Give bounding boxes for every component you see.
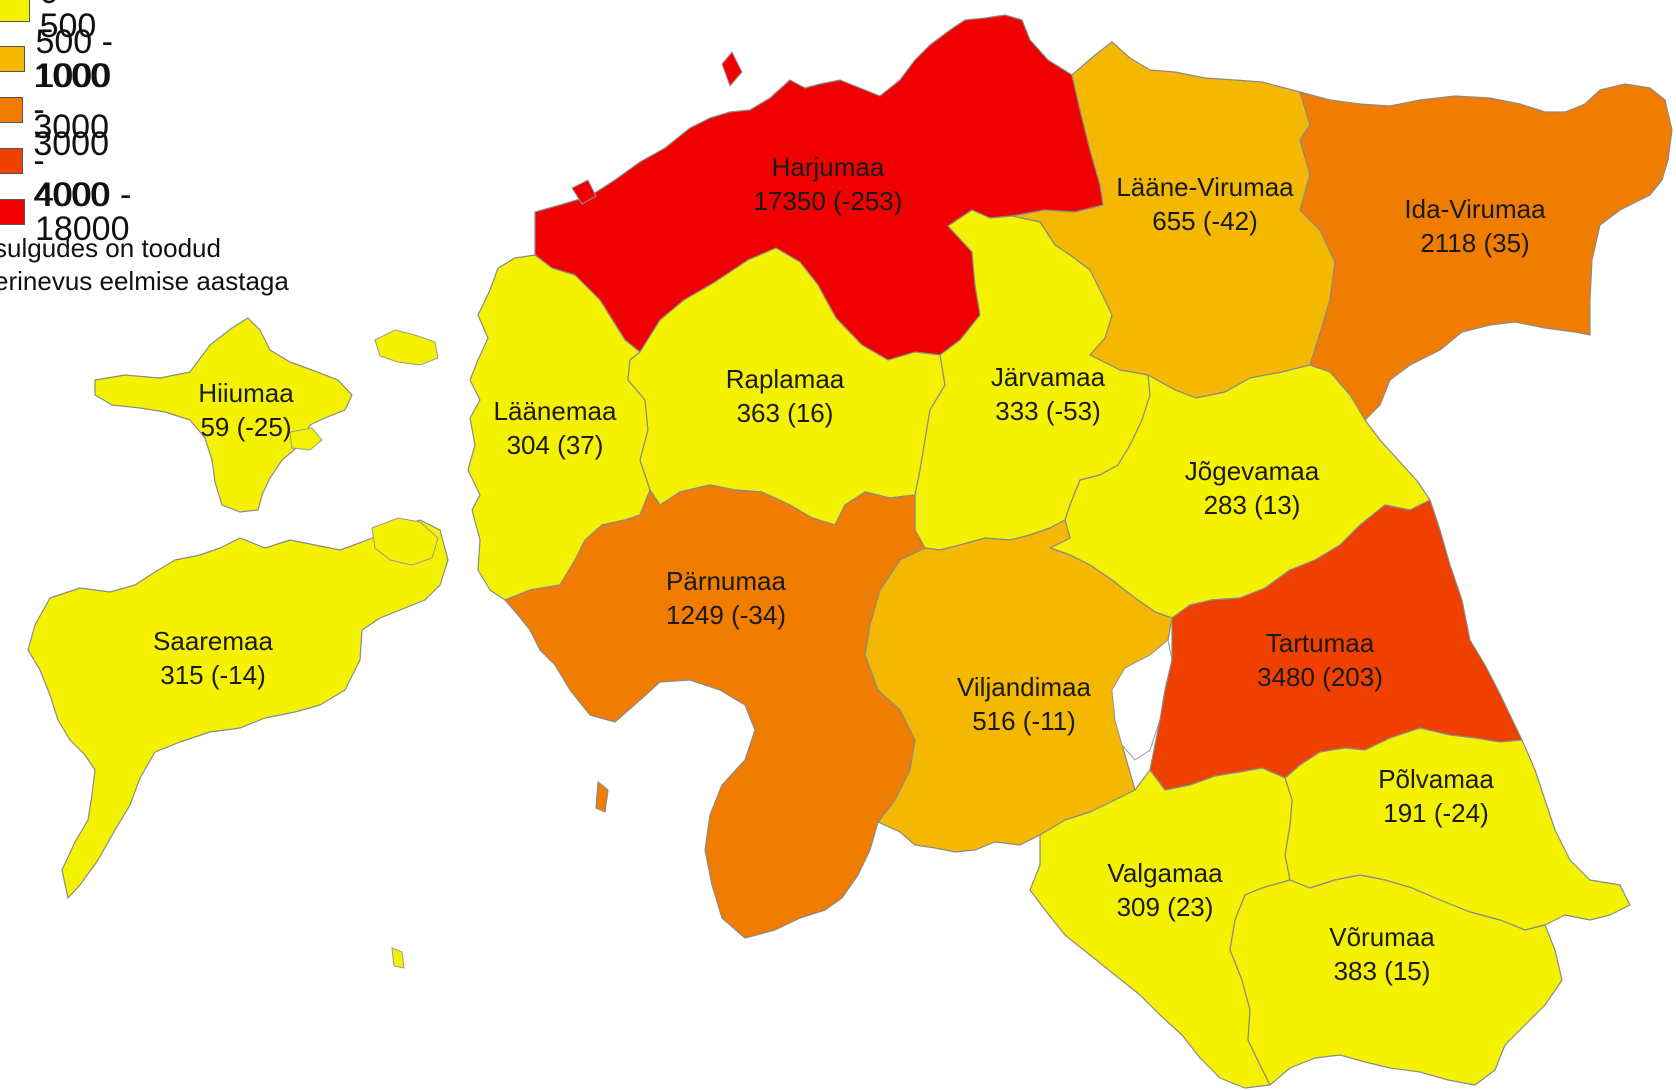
label-vorumaa-name: Võrumaa	[1329, 922, 1435, 952]
legend-label: 4000 - 18000	[34, 176, 132, 248]
legend-item-4000-18000: 4000 - 18000	[0, 178, 149, 246]
label-laane-virumaa-value: 655 (-42)	[1152, 206, 1258, 236]
label-viljandimaa-name: Viljandimaa	[957, 672, 1091, 702]
county-saaremaa[interactable]	[27, 519, 449, 899]
label-laane-virumaa-name: Lääne-Virumaa	[1116, 172, 1294, 202]
legend-swatch	[0, 46, 26, 72]
legend-item-1000-3000: 1000 - 3000	[0, 59, 130, 161]
label-laanemaa-name: Läänemaa	[494, 396, 617, 426]
label-raplamaa-name: Raplamaa	[726, 364, 845, 394]
legend-label: 0 - 500	[39, 0, 97, 45]
legend-label: 3000 - 4000	[33, 108, 109, 214]
label-valgamaa-name: Valgamaa	[1107, 858, 1223, 888]
label-jarvamaa-value: 333 (-53)	[995, 396, 1101, 426]
island-harju-islet-2	[721, 51, 743, 87]
county-parnumaa[interactable]	[504, 484, 926, 939]
legend-swatch	[0, 97, 24, 123]
label-ida-virumaa-name: Ida-Virumaa	[1404, 194, 1546, 224]
label-polvamaa-value: 191 (-24)	[1383, 798, 1489, 828]
label-tartumaa-value: 3480 (203)	[1257, 662, 1383, 692]
label-jarvamaa-name: Järvamaa	[991, 362, 1106, 392]
label-valgamaa-value: 309 (23)	[1117, 892, 1214, 922]
label-tartumaa-name: Tartumaa	[1266, 628, 1375, 658]
label-viljandimaa-value: 516 (-11)	[972, 706, 1076, 736]
legend-swatch	[0, 199, 25, 225]
county-parnumaa-kihnu	[595, 781, 609, 813]
island-ruhnu	[391, 947, 405, 969]
legend-label: 500 - 1000	[35, 23, 113, 95]
label-harjumaa-value: 17350 (-253)	[754, 186, 903, 216]
legend-swatch	[0, 0, 30, 22]
lake-vortsjarv	[1111, 639, 1173, 761]
label-polvamaa-name: Põlvamaa	[1378, 764, 1494, 794]
label-jogevamaa-name: Jõgevamaa	[1185, 456, 1320, 486]
label-hiiumaa-name: Hiiumaa	[198, 378, 294, 408]
label-laanemaa-value: 304 (37)	[507, 430, 604, 460]
island-muhu	[371, 517, 439, 566]
label-saaremaa-name: Saaremaa	[153, 626, 273, 656]
legend-item-3000-4000: 3000 - 4000	[0, 110, 130, 212]
label-hiiumaa-value: 59 (-25)	[200, 412, 291, 442]
legend-note-line2: erinevus eelmise aastaga	[0, 266, 289, 296]
legend-swatch	[0, 148, 24, 174]
label-vorumaa-value: 383 (15)	[1334, 956, 1431, 986]
legend-item-500-1000: 500 - 1000	[0, 25, 130, 93]
label-jogevamaa-value: 283 (13)	[1204, 490, 1301, 520]
island-vormsi	[374, 329, 439, 366]
label-harjumaa-name: Harjumaa	[772, 152, 885, 182]
legend-note-line1: sulgudes on toodud	[0, 233, 221, 263]
label-raplamaa-value: 363 (16)	[737, 398, 834, 428]
legend-item-0-500: 0 - 500	[0, 0, 111, 43]
label-parnumaa-value: 1249 (-34)	[666, 600, 786, 630]
county-ida-virumaa[interactable]	[1299, 83, 1673, 421]
island-hiiumaa-islet	[289, 427, 323, 451]
label-saaremaa-value: 315 (-14)	[160, 660, 266, 690]
label-ida-virumaa-value: 2118 (35)	[1420, 228, 1529, 258]
island-harju-islet	[571, 179, 597, 205]
label-parnumaa-name: Pärnumaa	[666, 566, 786, 596]
legend-label: 1000 - 3000	[33, 57, 109, 163]
county-vorumaa[interactable]	[1229, 874, 1563, 1086]
